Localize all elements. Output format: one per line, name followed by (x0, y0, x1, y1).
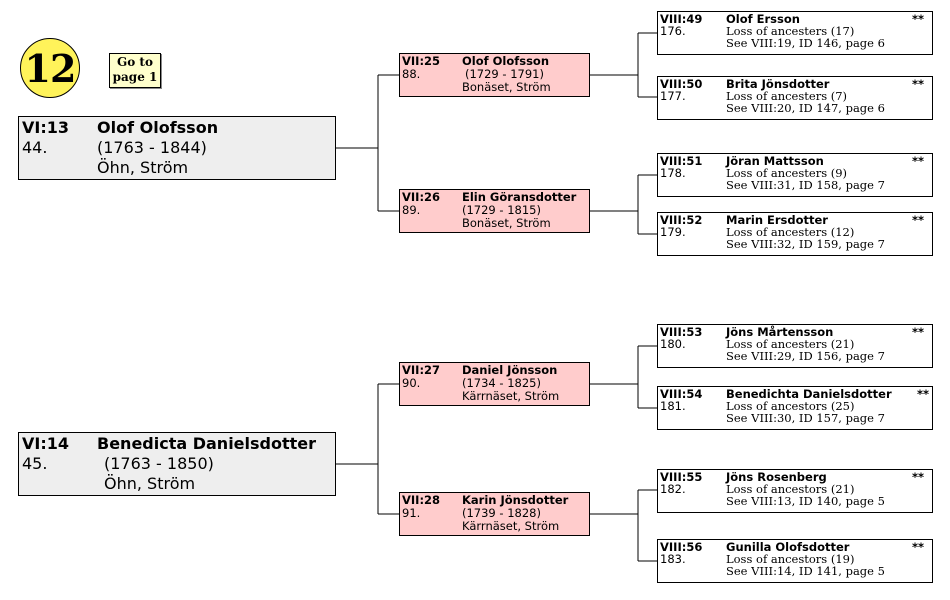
see-reference-link[interactable]: See VIII:19, ID 146, page 6 (726, 36, 885, 50)
generation-code: VIII:50 (660, 77, 703, 91)
person-number: 178. (660, 166, 686, 180)
person-name: Olof Olofsson (97, 118, 219, 137)
person-name: Karin Jönsdotter (462, 493, 569, 507)
see-reference-link[interactable]: See VIII:32, ID 159, page 7 (726, 237, 885, 251)
person-name: Benedichta Danielsdotter (726, 387, 892, 401)
go-to-line-2: page 1 (112, 70, 158, 84)
person-number: 181. (660, 399, 686, 413)
stars-marker: ** (911, 540, 924, 554)
person-name: Benedicta Danielsdotter (97, 434, 317, 453)
person-name: Jöran Mattsson (726, 154, 824, 168)
stars-marker: ** (911, 77, 924, 91)
person-box-vii-26[interactable]: VII:26 Elin Göransdotter 89. (1729 - 181… (399, 189, 590, 233)
life-dates: (1734 - 1825) (462, 376, 541, 390)
person-name: Brita Jönsdotter (726, 77, 830, 91)
loss-of-ancestors: Loss of ancestors (21) (726, 482, 855, 496)
place: Kärrnäset, Ström (462, 519, 560, 533)
person-name: Jöns Mårtensson (726, 325, 834, 339)
person-box-viii-52[interactable]: VIII:52 Marin Ersdotter ** 179. Loss of … (657, 212, 933, 256)
life-dates: (1763 - 1844) (97, 138, 207, 157)
person-number: 91. (402, 506, 421, 520)
see-reference-link[interactable]: See VIII:29, ID 156, page 7 (726, 349, 885, 363)
see-reference-link[interactable]: See VIII:14, ID 141, page 5 (726, 564, 885, 578)
life-dates: (1739 - 1828) (462, 506, 541, 520)
place: Öhn, Ström (97, 158, 189, 177)
generation-code: VI:13 (22, 118, 69, 137)
person-number: 176. (660, 24, 686, 38)
generation-code: VIII:51 (660, 154, 703, 168)
loss-of-ancestors: Loss of ancesters (12) (726, 225, 855, 239)
generation-code: VIII:54 (660, 387, 703, 401)
stars-marker: ** (911, 325, 924, 339)
go-to-line-1: Go to (117, 55, 153, 69)
person-number: 179. (660, 225, 686, 239)
person-name: Olof Ersson (726, 12, 800, 26)
person-box-viii-49[interactable]: VIII:49 Olof Ersson ** 176. Loss of ance… (657, 11, 933, 55)
person-number: 88. (402, 67, 421, 81)
person-number: 89. (402, 203, 421, 217)
person-box-vii-27[interactable]: VII:27 Daniel Jönsson 90. (1734 - 1825) … (399, 362, 590, 406)
person-box-vi-14[interactable]: VI:14 Benedicta Danielsdotter 45. (1763 … (18, 432, 336, 496)
person-box-vi-13[interactable]: VI:13 Olof Olofsson 44. (1763 - 1844) Öh… (18, 116, 336, 180)
person-box-viii-50[interactable]: VIII:50 Brita Jönsdotter ** 177. Loss of… (657, 76, 933, 120)
place: Öhn, Ström (104, 474, 196, 493)
see-reference-link[interactable]: See VIII:31, ID 158, page 7 (726, 178, 885, 192)
person-number: 182. (660, 482, 686, 496)
stars-marker: ** (911, 154, 924, 168)
go-to-page-1-button[interactable]: Go to page 1 (109, 53, 161, 88)
loss-of-ancestors: Loss of ancestors (25) (726, 399, 855, 413)
life-dates: (1729 - 1815) (462, 203, 541, 217)
person-box-vii-28[interactable]: VII:28 Karin Jönsdotter 91. (1739 - 1828… (399, 492, 590, 536)
person-number: 44. (22, 138, 48, 157)
generation-code: VIII:49 (660, 12, 703, 26)
stars-marker: ** (911, 470, 924, 484)
person-number: 90. (402, 376, 421, 390)
person-number: 45. (22, 454, 48, 473)
person-box-viii-55[interactable]: VIII:55 Jöns Rosenberg ** 182. Loss of a… (657, 469, 933, 513)
stars-marker: ** (911, 213, 924, 227)
place: Kärrnäset, Ström (462, 389, 560, 403)
person-number: 180. (660, 337, 686, 351)
life-dates: (1729 - 1791) (465, 67, 544, 81)
person-box-viii-53[interactable]: VIII:53 Jöns Mårtensson ** 180. Loss of … (657, 324, 933, 368)
loss-of-ancestors: Loss of ancestors (19) (726, 552, 855, 566)
person-box-viii-56[interactable]: VIII:56 Gunilla Olofsdotter ** 183. Loss… (657, 539, 933, 583)
generation-code: VIII:56 (660, 540, 703, 554)
generation-code: VIII:53 (660, 325, 703, 339)
person-name: Elin Göransdotter (462, 190, 577, 204)
generation-code: VII:28 (402, 493, 441, 507)
stars-marker: ** (911, 12, 924, 26)
place: Bonäset, Ström (462, 216, 551, 230)
person-box-viii-51[interactable]: VIII:51 Jöran Mattsson ** 178. Loss of a… (657, 153, 933, 197)
person-name: Marin Ersdotter (726, 213, 828, 227)
person-name: Jöns Rosenberg (726, 470, 827, 484)
person-name: Gunilla Olofsdotter (726, 540, 850, 554)
loss-of-ancestors: Loss of ancesters (17) (726, 24, 855, 38)
person-name: Olof Olofsson (462, 54, 550, 68)
page-number-badge: 12 (20, 38, 80, 98)
generation-code: VI:14 (22, 434, 69, 453)
see-reference-link[interactable]: See VIII:20, ID 147, page 6 (726, 101, 885, 115)
see-reference-link[interactable]: See VIII:13, ID 140, page 5 (726, 494, 885, 508)
life-dates: (1763 - 1850) (104, 454, 214, 473)
generation-code: VIII:55 (660, 470, 703, 484)
generation-code: VII:26 (402, 190, 441, 204)
person-box-vii-25[interactable]: VII:25 Olof Olofsson 88. (1729 - 1791) B… (399, 53, 590, 97)
generation-code: VII:27 (402, 363, 441, 377)
person-number: 177. (660, 89, 686, 103)
place: Bonäset, Ström (462, 80, 551, 94)
stars-marker: ** (916, 387, 929, 401)
generation-code: VII:25 (402, 54, 441, 68)
page-number: 12 (24, 45, 77, 91)
see-reference-link[interactable]: See VIII:30, ID 157, page 7 (726, 411, 885, 425)
person-number: 183. (660, 552, 686, 566)
loss-of-ancestors: Loss of ancesters (9) (726, 166, 848, 180)
generation-code: VIII:52 (660, 213, 703, 227)
person-box-viii-54[interactable]: VIII:54 Benedichta Danielsdotter ** 181.… (657, 386, 933, 430)
person-name: Daniel Jönsson (462, 363, 558, 377)
loss-of-ancestors: Loss of ancesters (7) (726, 89, 848, 103)
loss-of-ancestors: Loss of ancesters (21) (726, 337, 855, 351)
